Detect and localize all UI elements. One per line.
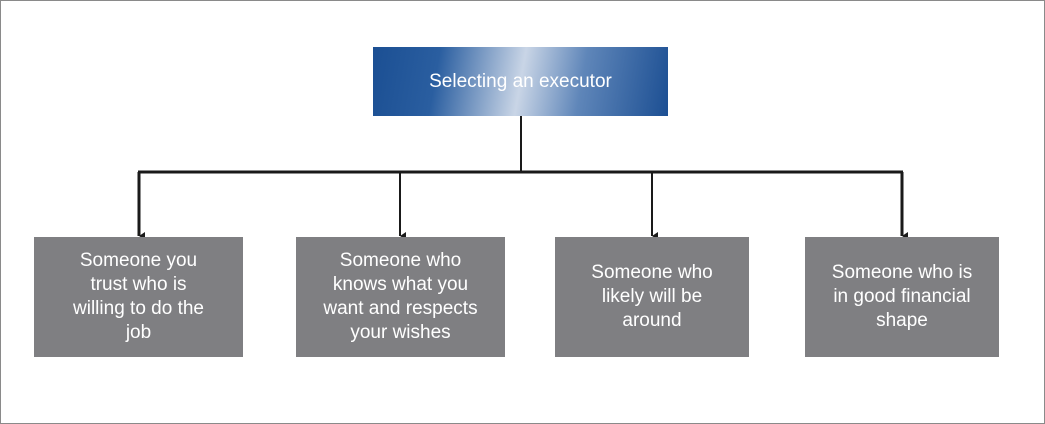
child-node-financial: Someone who is in good financial shape bbox=[805, 237, 999, 357]
root-node: Selecting an executor bbox=[373, 47, 668, 116]
child-node-label: Someone who likely will be around bbox=[591, 262, 713, 331]
child-node-trust: Someone you trust who is willing to do t… bbox=[34, 237, 243, 357]
child-node-respects-wishes: Someone who knows what you want and resp… bbox=[296, 237, 505, 357]
root-node-label: Selecting an executor bbox=[429, 70, 612, 92]
child-node-label: Someone you trust who is willing to do t… bbox=[73, 250, 204, 343]
child-node-around: Someone who likely will be around bbox=[555, 237, 749, 357]
child-node-label: Someone who is in good financial shape bbox=[831, 262, 973, 331]
child-node-label: Someone who knows what you want and resp… bbox=[323, 250, 478, 343]
